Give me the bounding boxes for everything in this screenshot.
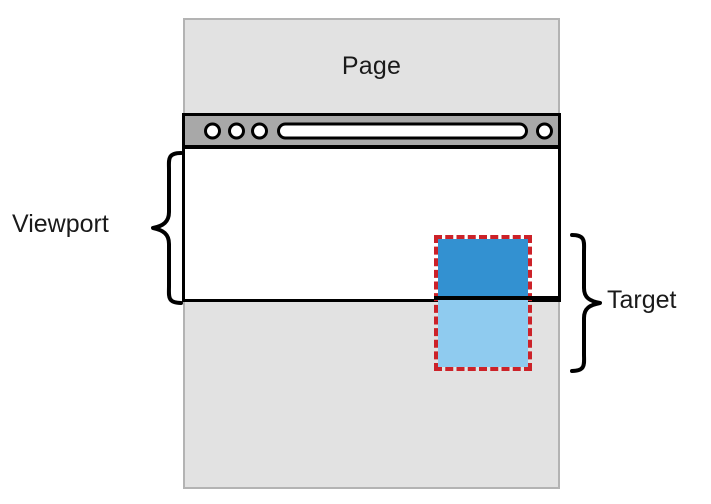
page-label: Page bbox=[341, 52, 402, 80]
window-dot-3-icon bbox=[251, 122, 268, 139]
target-label: Target bbox=[607, 286, 677, 314]
url-bar bbox=[277, 122, 528, 139]
viewport-brace-icon bbox=[151, 151, 183, 305]
window-dot-1-icon bbox=[204, 122, 221, 139]
target-brace-icon bbox=[570, 233, 602, 373]
target-visible-region bbox=[438, 239, 528, 299]
window-dot-2-icon bbox=[228, 122, 245, 139]
browser-chrome-bar bbox=[182, 113, 561, 148]
viewport-bottom-edge bbox=[434, 296, 561, 300]
target-hidden-region bbox=[438, 299, 528, 367]
target-rectangle bbox=[434, 235, 532, 371]
viewport-label: Viewport bbox=[12, 210, 109, 238]
window-dot-4-icon bbox=[536, 122, 553, 139]
